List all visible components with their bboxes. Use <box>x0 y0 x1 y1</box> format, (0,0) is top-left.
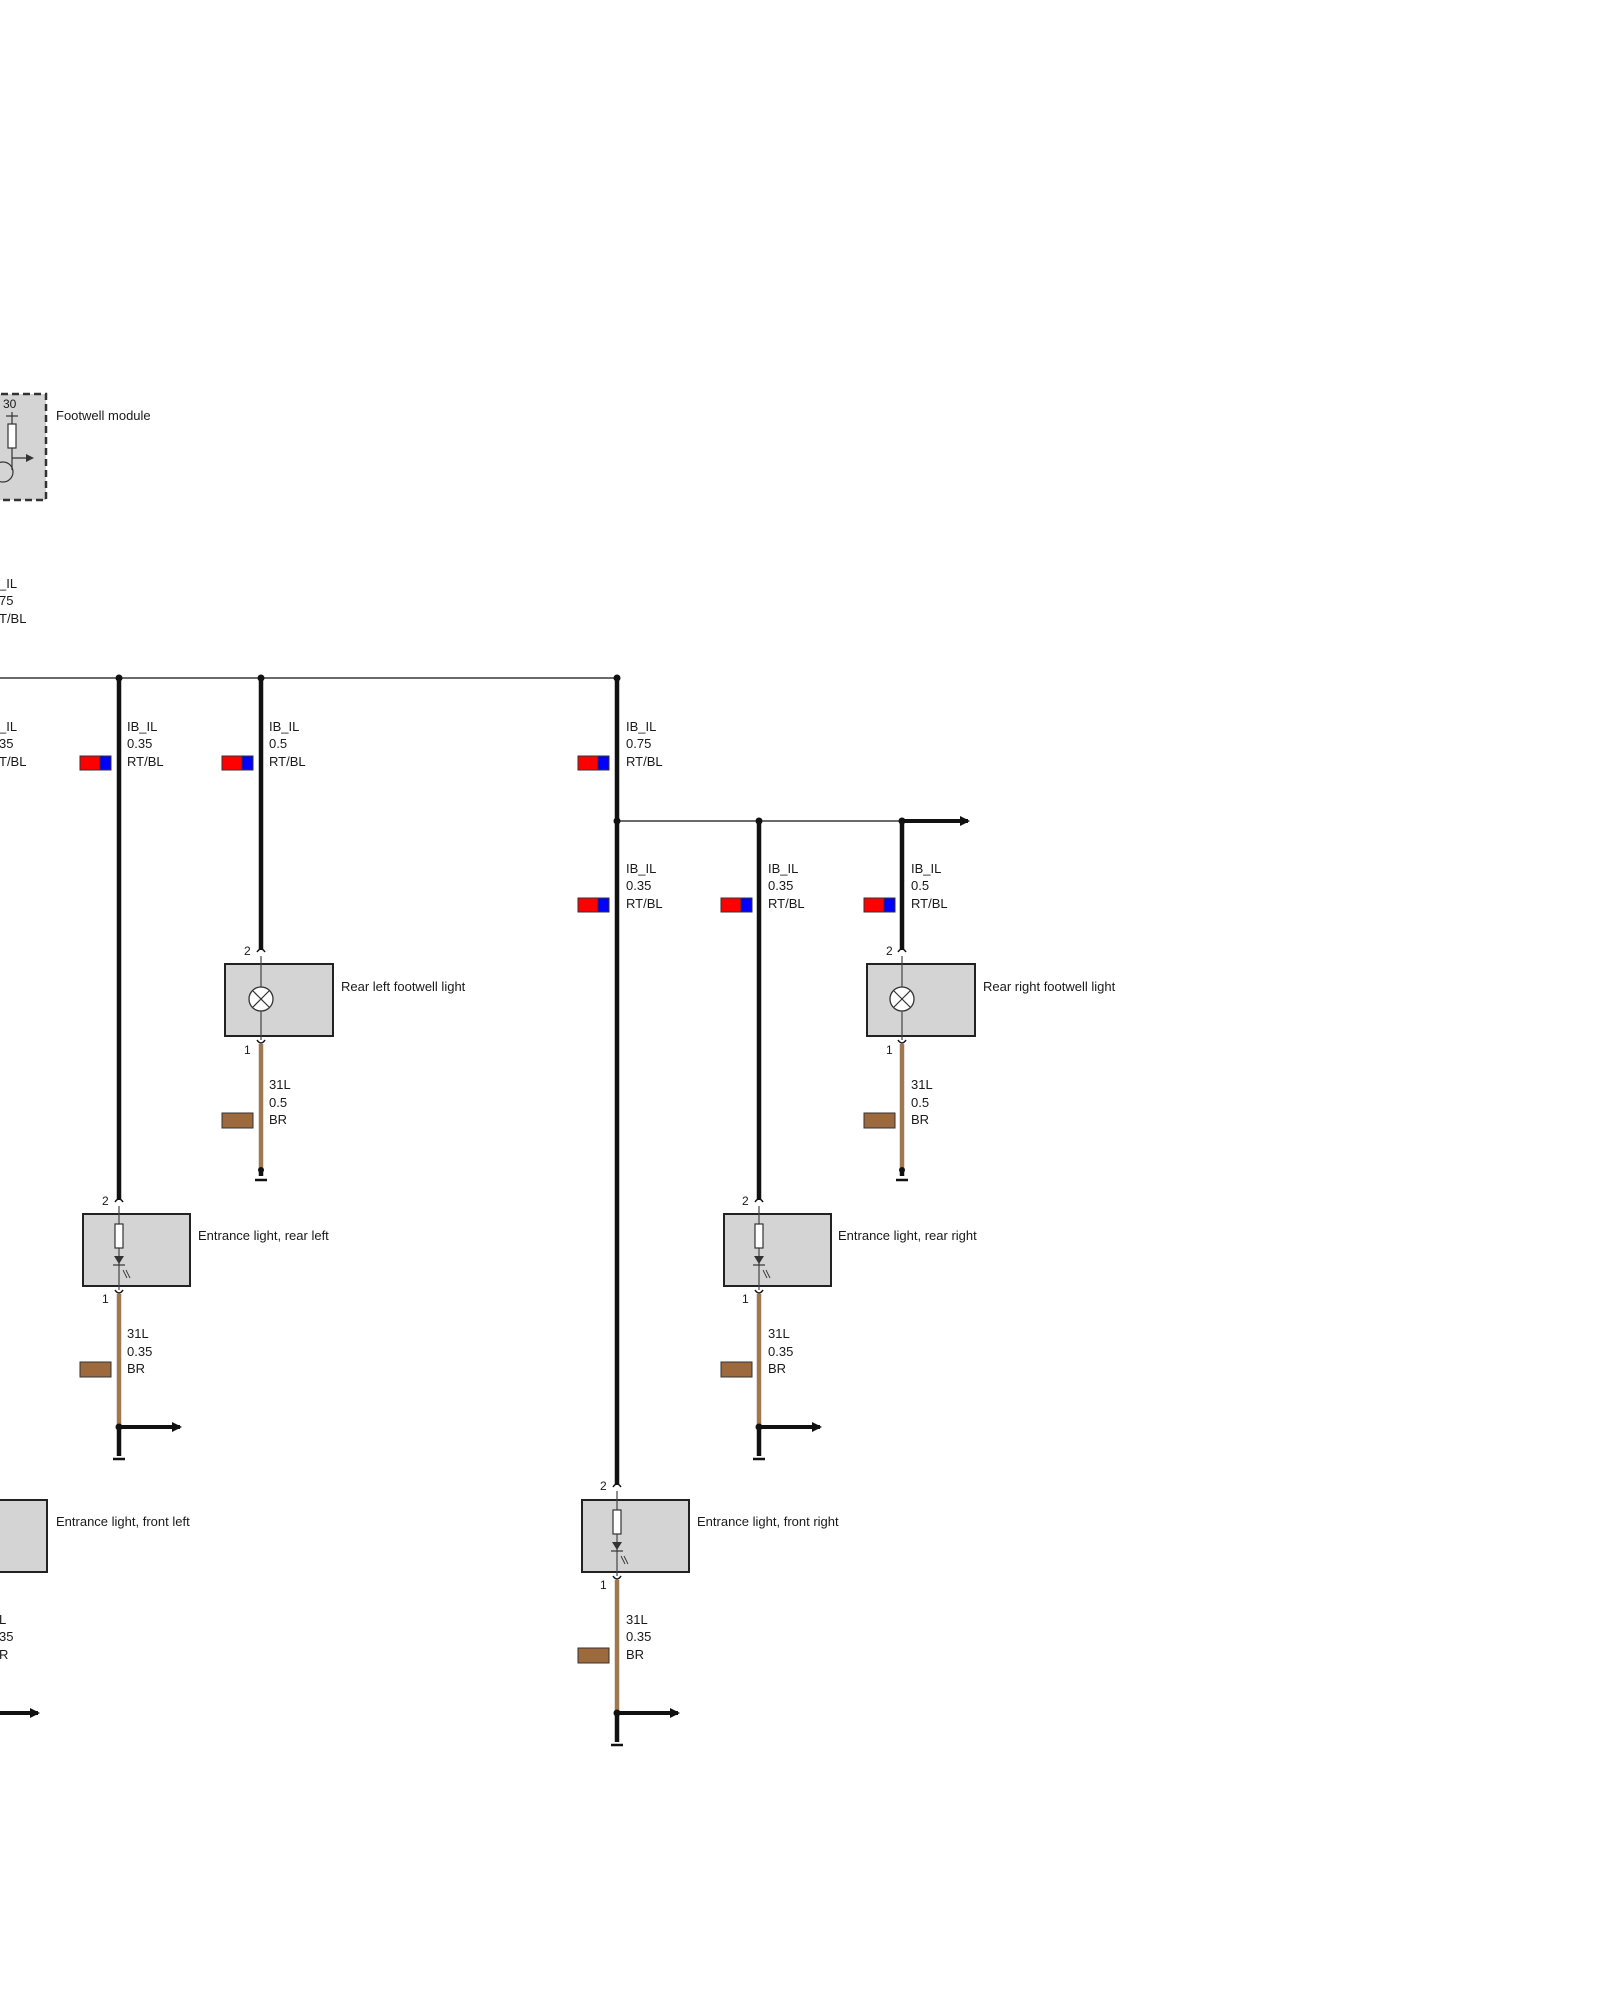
wire-signal: _IL <box>0 576 17 591</box>
entrance-light-front-right: 2 1 Entrance light, front right <box>581 1479 839 1592</box>
component-label: Entrance light, rear right <box>838 1228 977 1243</box>
wire-label-main-right-trunk: IB_IL 0.75 RT/BL <box>577 719 663 771</box>
component-label: Entrance light, front left <box>56 1514 190 1529</box>
entrance-light-rear-left: 2 1 Entrance light, rear left <box>82 1194 329 1306</box>
pin-top-label: 2 <box>742 1194 749 1208</box>
component-label: Rear left footwell light <box>341 979 466 994</box>
wire-signal: IB_IL <box>127 719 157 734</box>
wire-size: 0.35 <box>127 736 152 751</box>
footwell-module: 30 Footwell module <box>0 392 151 502</box>
rear-right-footwell-light: 2 1 Rear right footwell light <box>866 944 1116 1057</box>
wire-size: 0.5 <box>911 878 929 893</box>
wire-signal: _IL <box>0 719 17 734</box>
black-wires <box>116 678 905 1485</box>
component-label: Entrance light, front right <box>697 1514 839 1529</box>
wire-color: BR <box>626 1647 644 1662</box>
pin-bottom-label: 1 <box>102 1292 109 1306</box>
wire-signal: L <box>0 1612 6 1627</box>
wire-color: R <box>0 1647 8 1662</box>
led-icon <box>754 1256 764 1264</box>
gnd-rear-left-footwell: 31L 0.5 BR <box>221 1044 291 1182</box>
wire-signal: IB_IL <box>626 861 656 876</box>
wire-signal: IB_IL <box>768 861 798 876</box>
rear-left-footwell-light: 2 1 Rear left footwell light <box>224 944 466 1057</box>
footwell-module-label: Footwell module <box>56 408 151 423</box>
left-drop-wire-label: _IL 35 T/BL <box>0 719 26 769</box>
wire-signal: 31L <box>911 1077 933 1092</box>
wire-signal: IB_IL <box>269 719 299 734</box>
wire-color: RT/BL <box>626 754 663 769</box>
component-label: Rear right footwell light <box>983 979 1116 994</box>
pin-bottom-label: 1 <box>600 1578 607 1592</box>
led-icon <box>114 1256 124 1264</box>
wire-color: T/BL <box>0 611 26 626</box>
wire-size: 0.35 <box>768 878 793 893</box>
wire-size: 0.5 <box>269 1095 287 1110</box>
wire-label-to-rear-right-entrance: IB_IL 0.35 RT/BL <box>720 861 805 913</box>
wire-size: 0.75 <box>626 736 651 751</box>
gnd-rear-right-footwell: 31L 0.5 BR <box>863 1044 933 1182</box>
wire-size: 0.35 <box>127 1344 152 1359</box>
wire-size: 0.35 <box>626 1629 651 1644</box>
wire-color: T/BL <box>0 754 26 769</box>
module-feed-wire-label: _IL 75 T/BL <box>0 576 26 626</box>
entrance-light-front-left: Entrance light, front left <box>0 1499 190 1573</box>
gnd-front-right-entrance: 31L 0.35 BR <box>577 1580 680 1747</box>
pin-bottom-label: 1 <box>742 1292 749 1306</box>
wire-size: 0.5 <box>911 1095 929 1110</box>
wire-label-to-rear-left-footwell: IB_IL 0.5 RT/BL <box>221 719 306 771</box>
wire-size: 75 <box>0 593 13 608</box>
led-icon <box>612 1542 622 1550</box>
wire-color: BR <box>127 1361 145 1376</box>
component-label: Entrance light, rear left <box>198 1228 329 1243</box>
pin-top-label: 2 <box>244 944 251 958</box>
wire-size: 35 <box>0 1629 13 1644</box>
pin-top-label: 2 <box>600 1479 607 1493</box>
wire-size: 0.5 <box>269 736 287 751</box>
entrance-light-rear-right: 2 1 Entrance light, rear right <box>723 1194 977 1306</box>
wire-color: BR <box>911 1112 929 1127</box>
wire-color: RT/BL <box>127 754 164 769</box>
wire-signal: 31L <box>127 1326 149 1341</box>
resistor-icon <box>754 1223 764 1249</box>
wire-size: 35 <box>0 736 13 751</box>
wire-signal: 31L <box>626 1612 648 1627</box>
gnd-rear-right-entrance: 31L 0.35 BR <box>720 1294 822 1461</box>
wire-signal: IB_IL <box>626 719 656 734</box>
wire-signal: IB_IL <box>911 861 941 876</box>
wire-signal: 31L <box>269 1077 291 1092</box>
pin-top-label: 2 <box>886 944 893 958</box>
wire-color: RT/BL <box>911 896 948 911</box>
pin-top-label: 2 <box>102 1194 109 1208</box>
resistor-icon <box>612 1509 622 1535</box>
gnd-rear-left-entrance: 31L 0.35 BR <box>79 1294 182 1461</box>
wire-size: 0.35 <box>768 1344 793 1359</box>
wire-color: RT/BL <box>269 754 306 769</box>
junction-dots <box>115 674 906 825</box>
wire-label-to-front-right-entrance: IB_IL 0.35 RT/BL <box>577 861 663 913</box>
wire-color: RT/BL <box>626 896 663 911</box>
wire-label-to-rear-right-footwell: IB_IL 0.5 RT/BL <box>863 861 948 913</box>
wire-size: 0.35 <box>626 878 651 893</box>
resistor-icon <box>114 1223 124 1249</box>
pin-bottom-label: 1 <box>244 1043 251 1057</box>
wire-color: BR <box>269 1112 287 1127</box>
wire-signal: 31L <box>768 1326 790 1341</box>
wire-color: RT/BL <box>768 896 805 911</box>
pin-bottom-label: 1 <box>886 1043 893 1057</box>
gnd-front-left-entrance: L 35 R <box>0 1612 40 1718</box>
wire-color: BR <box>768 1361 786 1376</box>
footwell-module-pin-label: 30 <box>3 397 17 411</box>
wire-label-to-rear-left-entrance: IB_IL 0.35 RT/BL <box>79 719 164 771</box>
